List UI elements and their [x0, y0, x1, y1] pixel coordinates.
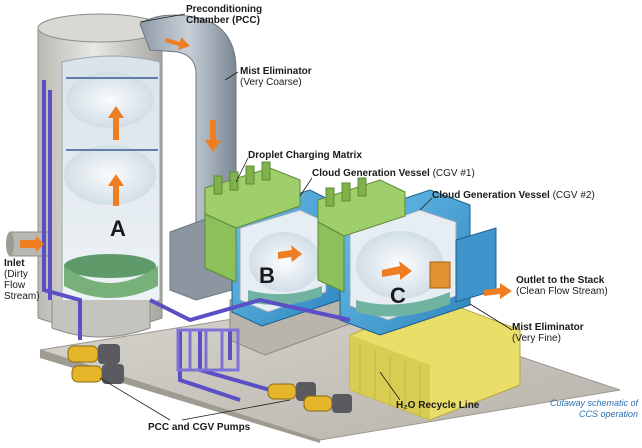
label-pcc: Preconditioning Chamber (PCC)	[186, 4, 262, 26]
droplet-matrix	[204, 161, 301, 283]
arrow-duct-down	[205, 120, 221, 152]
label-pumps: PCC and CGV Pumps	[148, 422, 250, 433]
label-mist-coarse: Mist Eliminator (Very Coarse)	[240, 66, 312, 88]
label-inlet-sub2: Flow	[4, 280, 26, 291]
label-inlet: Inlet (Dirty Flow Stream)	[4, 258, 40, 302]
label-inlet-sub1: (Dirty	[4, 269, 28, 280]
label-outlet: Outlet to the Stack (Clean Flow Stream)	[516, 275, 608, 297]
label-pcc-sub: Chamber (PCC)	[186, 15, 260, 26]
arrow-outlet	[484, 283, 512, 299]
pcc-tower	[37, 13, 163, 338]
label-mist-fine-title: Mist Eliminator	[512, 322, 584, 333]
zone-b: B	[259, 263, 275, 288]
label-cgv2: Cloud Generation Vessel (CGV #2)	[432, 190, 595, 201]
label-mist-coarse-sub: (Very Coarse)	[240, 77, 302, 88]
zone-a: A	[110, 216, 126, 241]
label-cgv1: Cloud Generation Vessel (CGV #1)	[312, 168, 475, 179]
piping-manifold	[176, 328, 240, 372]
label-outlet-sub: (Clean Flow Stream)	[516, 286, 608, 297]
label-mist-fine: Mist Eliminator (Very Fine)	[512, 322, 584, 344]
droplet-matrix-2	[317, 177, 406, 293]
cgv1-vessel	[231, 189, 341, 327]
arrow-cgv1	[278, 245, 302, 262]
pump-group-right	[267, 382, 352, 413]
label-pumps-text: PCC and CGV Pumps	[148, 422, 251, 433]
caption-line-2: CCS operation	[578, 409, 638, 419]
arrow-pcc-up-1	[108, 106, 124, 140]
label-pcc-title: Preconditioning	[186, 4, 263, 15]
label-mist-fine-sub: (Very Fine)	[512, 333, 561, 344]
pump-group-left	[67, 344, 124, 384]
caption-line-1: Cutaway schematic of	[549, 398, 638, 408]
arrow-pcc-up-2	[108, 174, 124, 206]
label-cgv1-title: Cloud Generation Vessel	[312, 168, 430, 179]
label-cgv1-sub: (CGV #1)	[432, 168, 475, 179]
label-droplet-matrix-text: Droplet Charging Matrix	[248, 150, 362, 161]
label-droplet-matrix: Droplet Charging Matrix	[248, 150, 362, 161]
arrow-inlet	[20, 236, 44, 252]
leader-lines	[99, 13, 513, 421]
label-inlet-title: Inlet	[4, 258, 25, 269]
label-mist-coarse-title: Mist Eliminator	[240, 66, 312, 77]
label-recycle: H₂O Recycle Line	[396, 400, 479, 411]
arrow-duct-top	[165, 37, 190, 50]
label-cgv2-title: Cloud Generation Vessel	[432, 190, 550, 201]
flow-arrows	[20, 37, 512, 299]
figure-caption: Cutaway schematic of CCS operation	[530, 398, 638, 420]
label-inlet-sub3: Stream)	[4, 291, 40, 302]
label-cgv2-sub: (CGV #2)	[552, 190, 595, 201]
arrow-cgv2	[382, 261, 412, 280]
zone-c: C	[390, 283, 406, 308]
label-outlet-title: Outlet to the Stack	[516, 275, 605, 286]
label-recycle-text: H₂O Recycle Line	[396, 400, 480, 411]
